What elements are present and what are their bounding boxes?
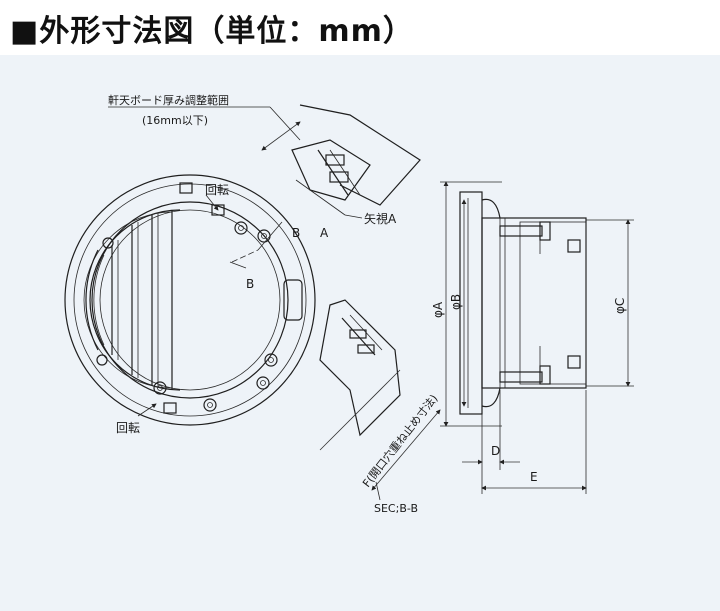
section-label-b-left: B xyxy=(246,277,254,291)
rotate-label-bottom: 回転 xyxy=(116,421,140,435)
side-flange xyxy=(459,191,483,415)
section-detail xyxy=(319,299,441,501)
dia-a-label: φA xyxy=(431,301,445,318)
dia-c-label: φC xyxy=(613,298,627,314)
screw-bosses xyxy=(96,221,278,412)
louver-edge xyxy=(89,209,181,391)
left-band-inner xyxy=(93,254,105,346)
side-view xyxy=(440,181,634,494)
bracket-detail xyxy=(291,139,371,201)
ceiling-detail xyxy=(108,104,421,219)
section-leader xyxy=(257,221,283,251)
body-outline xyxy=(91,201,289,399)
rotate-clip-top xyxy=(179,182,193,194)
rotate-clip-bottom xyxy=(163,402,177,414)
front-view xyxy=(64,174,316,426)
rotate-label-top: 回転 xyxy=(205,183,229,197)
dim-e-label: E xyxy=(530,470,538,484)
ceiling-board xyxy=(299,104,421,206)
section-label-a: A xyxy=(320,226,329,240)
section-line xyxy=(231,249,259,263)
flange-inner xyxy=(73,183,307,417)
outer-flange xyxy=(64,174,316,426)
dim-d-label: D xyxy=(491,444,500,458)
ceiling-note-2: (16mm以下) xyxy=(142,114,208,127)
body-inner xyxy=(99,209,281,391)
duct-cylinder xyxy=(519,221,587,385)
arrow-view-label: 矢視A xyxy=(364,211,397,226)
drawing-panel xyxy=(0,55,720,611)
left-band xyxy=(85,249,99,351)
section-outline xyxy=(319,299,401,437)
louver-edge-inner xyxy=(83,211,173,389)
ceiling-note-1: 軒天ボード厚み調整範囲 xyxy=(108,93,229,107)
section-label-b: B xyxy=(292,226,300,240)
side-tab xyxy=(283,279,303,321)
page-title: ■外形寸法図（単位：mm） xyxy=(10,14,414,49)
rotate-clip-right xyxy=(211,204,225,216)
section-bb-label: SEC;B-B xyxy=(374,502,418,515)
louver-slats xyxy=(111,210,173,390)
dia-b-label: φB xyxy=(449,294,463,310)
side-body xyxy=(481,217,587,389)
dim-f-label: F(開口穴重ね止め寸法) xyxy=(359,391,440,489)
